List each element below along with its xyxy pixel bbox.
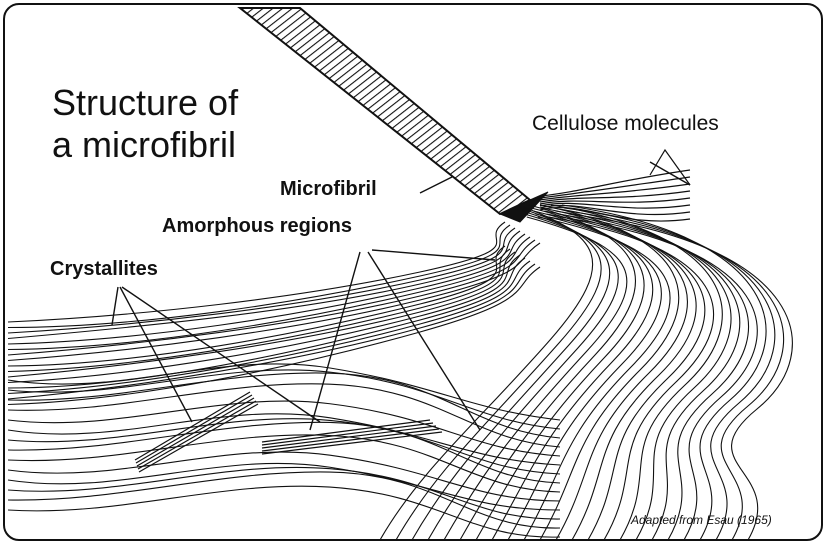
crystallite-line — [262, 426, 436, 448]
strand — [396, 208, 601, 540]
crystallite-leader-2 — [120, 287, 192, 422]
source-credit: Adapted from Esau (1965) — [631, 513, 772, 527]
strand — [8, 364, 560, 420]
strand — [444, 217, 627, 540]
strand — [8, 237, 530, 350]
microfibril-leader — [420, 177, 452, 193]
cellulose-molecules-label: Cellulose molecules — [532, 112, 719, 136]
amorphous-leader-3 — [372, 250, 495, 260]
diagram-title-line1: Structure of — [52, 82, 238, 124]
strand — [555, 211, 739, 540]
strand — [412, 211, 610, 540]
crystallite-line — [136, 395, 252, 463]
strand — [8, 231, 520, 339]
strand — [8, 370, 560, 429]
crystallites-label: Crystallites — [50, 258, 158, 281]
strand — [8, 452, 560, 501]
strand — [380, 205, 593, 540]
strand — [8, 472, 560, 528]
strand — [544, 211, 696, 540]
crystallite-leader-1 — [112, 287, 118, 325]
strand — [553, 208, 731, 540]
crystallite-line — [262, 429, 439, 451]
diagram-title-line2: a microfibril — [52, 124, 236, 166]
amorphous-regions-label: Amorphous regions — [162, 215, 352, 238]
microfibril-label: Microfibril — [280, 178, 377, 201]
